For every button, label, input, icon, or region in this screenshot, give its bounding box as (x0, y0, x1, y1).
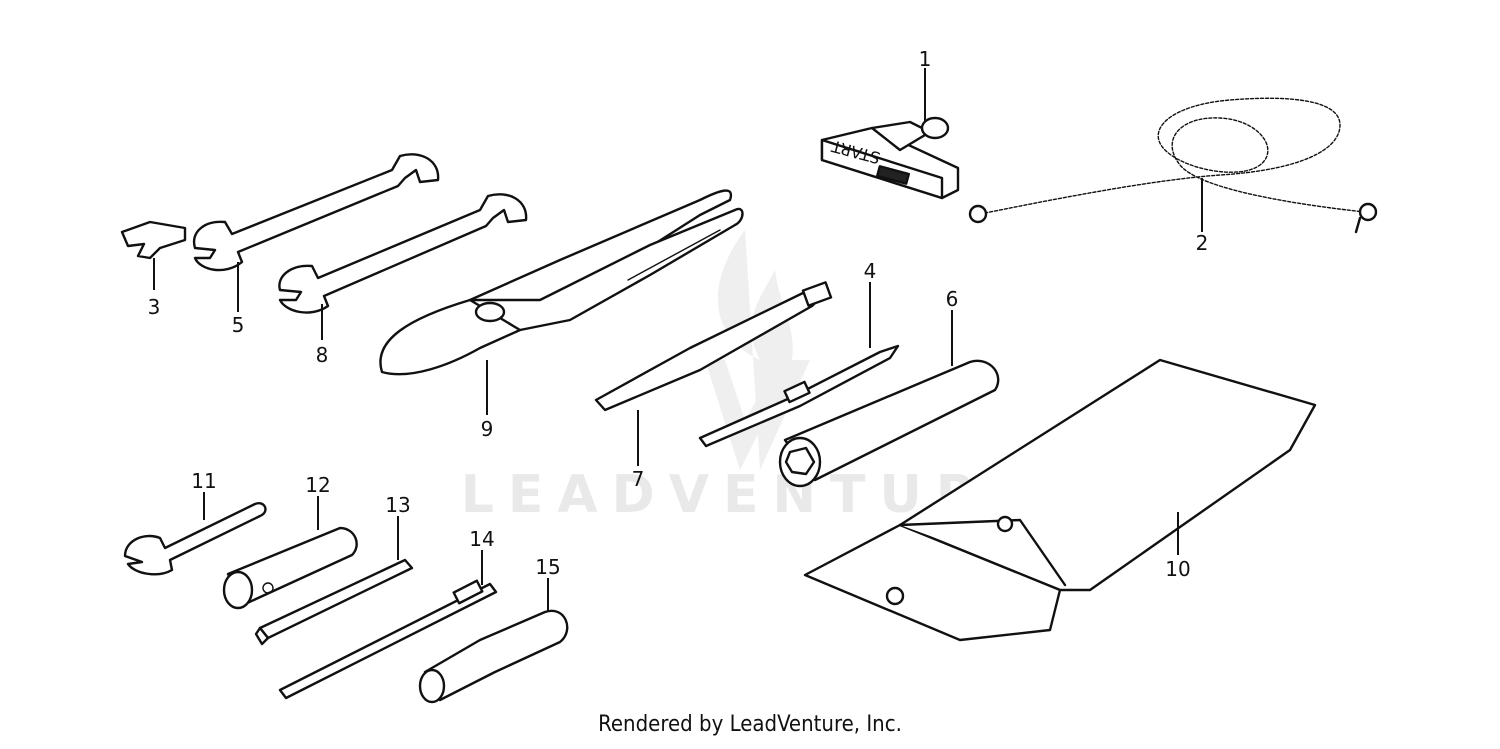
starter-grip-icon[interactable]: START (820, 116, 960, 200)
callout-11[interactable]: 11 (191, 469, 216, 493)
clip-icon[interactable] (120, 220, 187, 260)
plug-wrench-icon[interactable] (778, 359, 1000, 488)
callout-7[interactable]: 7 (632, 467, 645, 491)
screwdriver-bit-icon[interactable] (698, 344, 900, 448)
pliers-icon[interactable] (379, 189, 744, 376)
callout-12[interactable]: 12 (305, 473, 330, 497)
extension-bar-13-icon[interactable] (254, 558, 414, 646)
handle-15-icon[interactable] (418, 609, 569, 704)
leader-lines (153, 68, 1203, 612)
socket-12-icon[interactable] (222, 526, 358, 610)
callout-1[interactable]: 1 (919, 47, 932, 71)
wrench-5-icon[interactable] (192, 153, 440, 272)
callout-2[interactable]: 2 (1196, 231, 1209, 255)
wrench-8-icon[interactable] (278, 193, 528, 314)
screwdriver-14-icon[interactable] (278, 579, 498, 700)
callout-13[interactable]: 13 (385, 493, 410, 517)
callout-9[interactable]: 9 (481, 417, 494, 441)
callout-10[interactable]: 10 (1165, 557, 1190, 581)
callout-4[interactable]: 4 (864, 259, 877, 283)
screwdriver-handle-icon[interactable] (594, 281, 833, 412)
wrench-11-icon[interactable] (123, 502, 267, 576)
tool-bag-icon[interactable] (803, 358, 1317, 642)
callout-6[interactable]: 6 (946, 287, 959, 311)
callout-5[interactable]: 5 (232, 313, 245, 337)
callout-3[interactable]: 3 (148, 295, 161, 319)
callout-14[interactable]: 14 (469, 527, 494, 551)
callout-8[interactable]: 8 (316, 343, 329, 367)
footer-credit: Rendered by LeadVenture, Inc. (598, 712, 902, 737)
callouts: 1 2 3 4 5 6 7 8 9 10 11 12 13 14 15 (148, 47, 1209, 581)
callout-15[interactable]: 15 (535, 555, 560, 579)
starter-rope-icon[interactable] (968, 97, 1378, 234)
